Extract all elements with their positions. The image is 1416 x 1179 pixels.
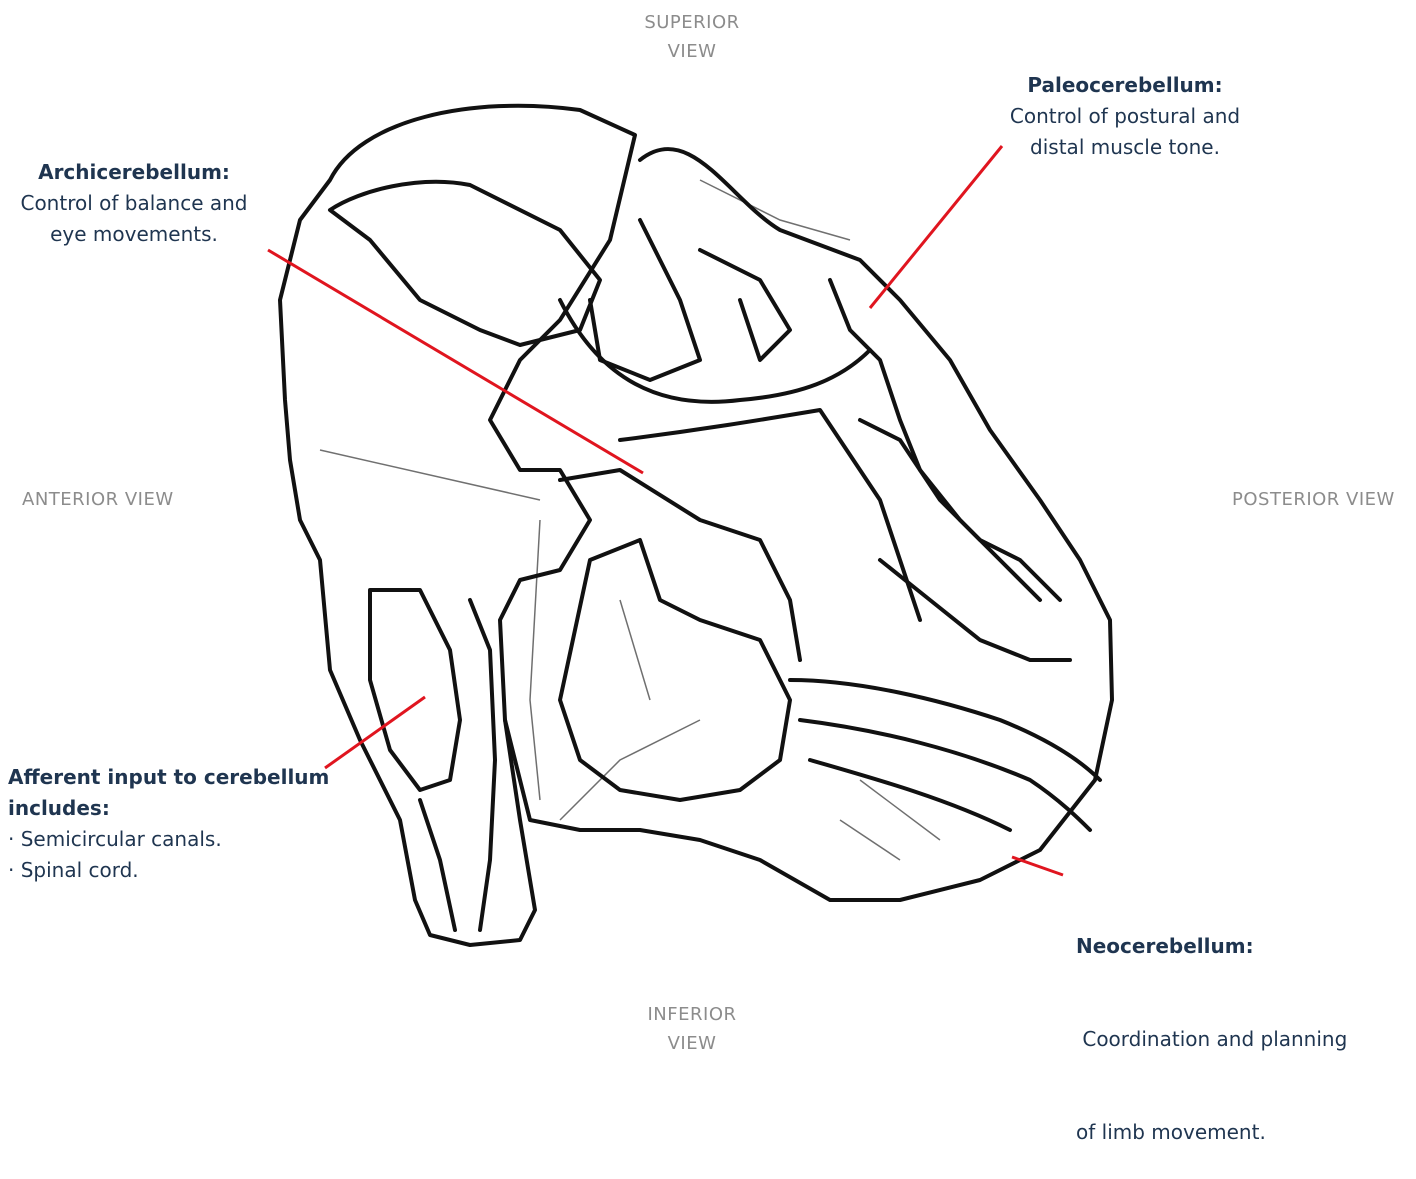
paleocerebellum-title: Paleocerebellum:: [990, 70, 1260, 101]
spinal-strip-2: [420, 800, 455, 930]
superior-view-label: SUPERIOR VIEW: [632, 8, 752, 66]
afferent-title-1: Afferent input to cerebellum: [8, 762, 338, 793]
lobule-folds-3: [880, 560, 1070, 660]
neocerebellum-title: Neocerebellum:: [1076, 931, 1396, 962]
paleocerebellum-callout: Paleocerebellum: Control of postural and…: [990, 70, 1260, 163]
fold-2: [700, 250, 790, 360]
archicerebellum-callout: Archicerebellum: Control of balance and …: [0, 157, 268, 250]
lobule-folds-2: [860, 420, 1060, 600]
inferior-view-line1: INFERIOR: [632, 1000, 752, 1029]
anterior-view-label: ANTERIOR VIEW: [22, 485, 174, 514]
fold-4: [560, 470, 800, 660]
vestibular-nerve: [370, 590, 460, 790]
inferior-lobe: [790, 680, 1100, 780]
flocculus: [560, 540, 790, 800]
archicerebellum-desc-1: Control of balance and: [0, 188, 268, 219]
paleocerebellum-desc-1: Control of postural and: [990, 101, 1260, 132]
fold-3: [620, 410, 920, 620]
leader-afferent: [325, 697, 425, 768]
afferent-callout: Afferent input to cerebellum includes: ·…: [8, 762, 338, 886]
leader-neocerebellum: [1012, 857, 1063, 875]
inferior-lobe-3: [810, 760, 1010, 830]
superior-view-line1: SUPERIOR: [632, 8, 752, 37]
afferent-title-2: includes:: [8, 793, 338, 824]
leader-paleocerebellum: [870, 146, 1002, 308]
archicerebellum-title: Archicerebellum:: [0, 157, 268, 188]
lobule-folds: [830, 280, 1040, 600]
spinal-strip: [470, 600, 495, 930]
paleocerebellum-desc-2: distal muscle tone.: [990, 132, 1260, 163]
afferent-item-spinal: · Spinal cord.: [8, 855, 338, 886]
neocerebellum-desc-1: Coordination and planning: [1076, 1024, 1396, 1055]
archicerebellum-desc-2: eye movements.: [0, 219, 268, 250]
afferent-item-semicircular: · Semicircular canals.: [8, 824, 338, 855]
peduncle-contour: [560, 300, 870, 402]
neocerebellum-callout: Neocerebellum: Coordination and planning…: [1076, 869, 1396, 1179]
inferior-lobe-2: [800, 720, 1090, 830]
leader-archicerebellum: [268, 250, 643, 473]
neocerebellum-desc-2: of limb movement.: [1076, 1117, 1396, 1148]
superior-view-line2: VIEW: [632, 37, 752, 66]
posterior-view-label: POSTERIOR VIEW: [1232, 485, 1395, 514]
inferior-view-label: INFERIOR VIEW: [632, 1000, 752, 1058]
